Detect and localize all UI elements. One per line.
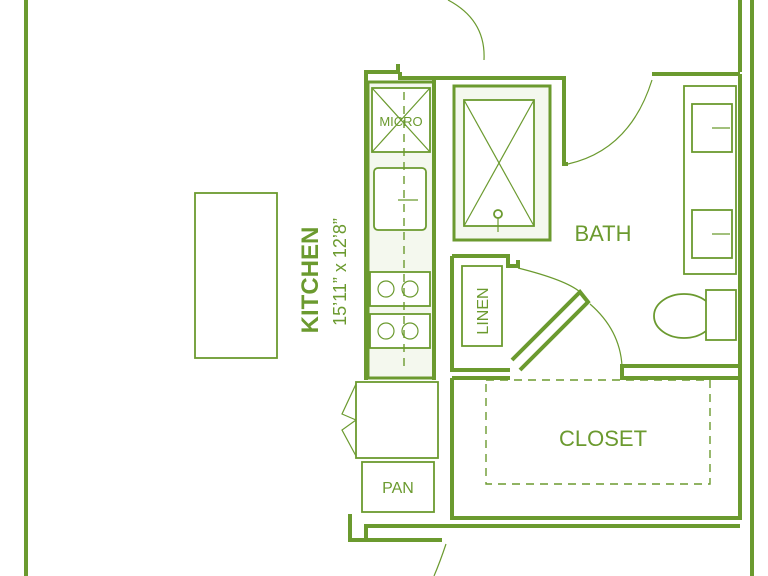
toilet (653, 289, 737, 341)
bath-walls (398, 72, 742, 376)
kitchen-label: KITCHEN (297, 227, 324, 334)
bath-door-swing (567, 79, 653, 165)
kitchen-island (194, 192, 278, 359)
linen-label: LINEN (475, 287, 492, 334)
closet-label: CLOSET (559, 426, 647, 451)
linen-door-swing (517, 267, 581, 293)
bath-label: BATH (574, 221, 631, 246)
kitchen-sink (373, 167, 427, 231)
vanity (683, 85, 737, 275)
kitchen-counter (364, 64, 436, 380)
refrigerator (341, 381, 439, 459)
shower (452, 84, 552, 242)
micro-label: MICRO (379, 114, 422, 129)
outer-walls (24, 0, 754, 576)
pantry (348, 461, 442, 542)
door-swing-top (447, 0, 485, 61)
kitchen-dimensions: 15’11” x 12’8” (330, 218, 350, 326)
cooktop-lower (369, 313, 431, 349)
closet-door-swing (589, 303, 623, 367)
cooktop-upper (369, 271, 431, 307)
lower-wall (364, 524, 740, 540)
closet (450, 303, 742, 520)
pantry-label: PAN (382, 480, 414, 497)
door-swing-bottom (433, 543, 447, 576)
linen-closet (450, 254, 591, 372)
